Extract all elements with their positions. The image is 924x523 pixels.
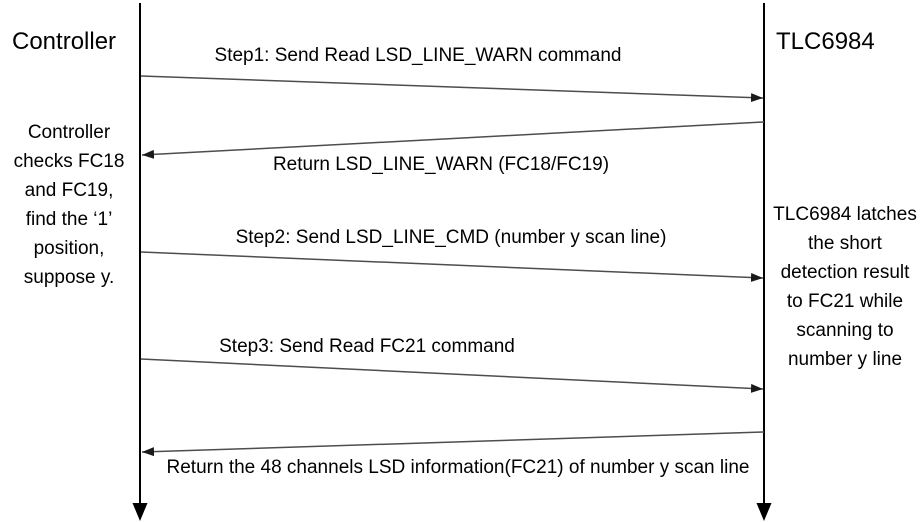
message-label-step1: Step1: Send Read LSD_LINE_WARN command	[214, 45, 622, 66]
message-arrow-step2	[140, 251, 764, 282]
message-arrow-step3	[140, 358, 764, 393]
actor-label-controller: Controller	[12, 28, 117, 55]
message-label-step2: Step2: Send LSD_LINE_CMD (number y scan …	[235, 227, 667, 248]
message-label-return-lsd-info: Return the 48 channels LSD information(F…	[166, 457, 750, 478]
controller-lifeline-arrowhead-icon	[132, 503, 148, 521]
note-tlc6984-latches: TLC6984 latches the short detection resu…	[773, 204, 917, 370]
message-label-step3: Step3: Send Read FC21 command	[219, 336, 515, 357]
message-arrow-step1	[140, 75, 764, 103]
note-controller-checks: Controller checks FC18 and FC19, find th…	[13, 122, 125, 288]
message-label-return-warn: Return LSD_LINE_WARN (FC18/FC19)	[272, 154, 610, 175]
tlc6984-lifeline-arrowhead-icon	[756, 503, 772, 521]
actor-label-tlc6984: TLC6984	[776, 28, 875, 55]
message-arrow-return-warn	[141, 121, 765, 159]
message-arrow-return-lsd-info	[141, 431, 765, 457]
